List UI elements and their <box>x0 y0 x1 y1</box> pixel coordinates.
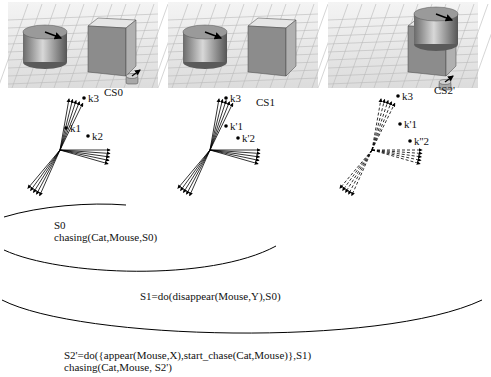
point-label: k3 <box>88 92 99 104</box>
point-label: k3 <box>402 90 413 102</box>
fluent-label: chasing(Cat,Mouse,S0) <box>54 231 157 243</box>
point-dot <box>82 96 86 100</box>
situation-arc <box>4 246 276 271</box>
point-dot <box>64 126 68 130</box>
point-dot <box>224 124 228 128</box>
point-dot <box>224 96 228 100</box>
point-label: k'1 <box>230 120 243 132</box>
scene-render <box>318 2 491 90</box>
point-dot <box>86 134 90 138</box>
coordinate-frame <box>178 99 260 196</box>
frame-name: CS1 <box>256 96 275 108</box>
frame-name: CS2' <box>434 84 455 96</box>
point-label: k2 <box>92 130 103 142</box>
point-label: k1 <box>70 122 81 134</box>
point-dot <box>236 136 240 140</box>
situation-label: S0 <box>54 219 66 231</box>
coordinate-frame <box>340 99 422 196</box>
scene-render <box>0 2 182 88</box>
point-label: k3 <box>230 92 241 104</box>
fluent-label: chasing(Cat,Mouse, S2') <box>64 361 172 373</box>
situation-arc <box>2 300 482 333</box>
coordinate-frame <box>28 99 110 196</box>
situation-arc <box>4 204 126 217</box>
frame-name: CS0 <box>104 86 123 98</box>
situation-label: S2'=do({appear(Mouse,X),start_chase(Cat,… <box>64 349 311 361</box>
point-dot <box>408 139 412 143</box>
point-label: k'1 <box>404 118 417 130</box>
point-label: k'2 <box>242 132 255 144</box>
point-dot <box>398 122 402 126</box>
point-dot <box>396 94 400 98</box>
situation-label: S1=do(disappear(Mouse,Y),S0) <box>140 290 281 302</box>
point-label: k''2 <box>414 135 429 147</box>
scene-render <box>158 2 342 88</box>
